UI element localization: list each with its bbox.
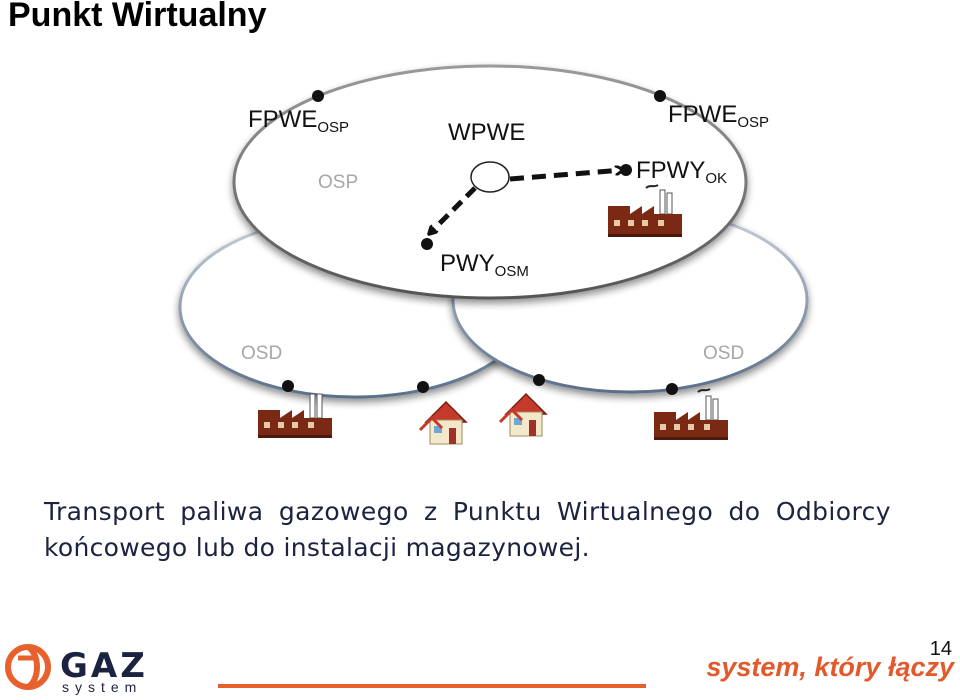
point-osd-3 xyxy=(533,374,545,386)
label-fpwe-left: FPWEOSP xyxy=(248,106,350,136)
point-osd-1 xyxy=(282,380,294,392)
factory-icon xyxy=(608,184,682,237)
point-pwy xyxy=(421,238,433,250)
logo-main-text: GAZ xyxy=(60,646,148,686)
arrow-to-fpwy xyxy=(509,170,622,182)
label-wpwe: WPWE xyxy=(448,119,526,146)
label-pwy: PWYOSM xyxy=(440,250,529,280)
house-icon xyxy=(418,400,468,445)
point-fpwe-left xyxy=(312,90,324,102)
house-icon xyxy=(498,392,548,437)
factory-icon xyxy=(258,393,332,438)
caption-line-1: Transport paliwa gazowego z Punktu Wirtu… xyxy=(44,497,891,526)
label-osd-left: OSD xyxy=(241,343,283,364)
arrow-to-pwy xyxy=(430,186,477,233)
label-fpwe-right: FPWEOSP xyxy=(668,101,770,131)
label-fpwy: FPWYOK xyxy=(636,157,728,187)
wpwe-node xyxy=(470,161,510,193)
factory-icon xyxy=(654,388,728,440)
slide-title: Punkt Wirtualny xyxy=(8,0,267,34)
slide-caption: Transport paliwa gazowego z Punktu Wirtu… xyxy=(44,494,944,566)
virtual-point-diagram xyxy=(178,64,809,445)
point-osd-2 xyxy=(417,381,429,393)
footer-accent-line xyxy=(218,684,646,688)
label-osd-right: OSD xyxy=(703,343,745,364)
slogan: system, który łączy xyxy=(706,652,954,682)
logo-sub-text: system xyxy=(62,679,142,695)
gaz-system-logo: GAZ system xyxy=(4,640,204,695)
point-fpwy xyxy=(620,164,632,176)
label-osp-zone: OSP xyxy=(318,172,359,193)
page-number: 14 xyxy=(929,638,952,660)
point-fpwe-right xyxy=(654,90,666,102)
caption-line-2: końcowego lub do instalacji magazynowej. xyxy=(44,533,590,562)
point-osd-4 xyxy=(666,383,678,395)
